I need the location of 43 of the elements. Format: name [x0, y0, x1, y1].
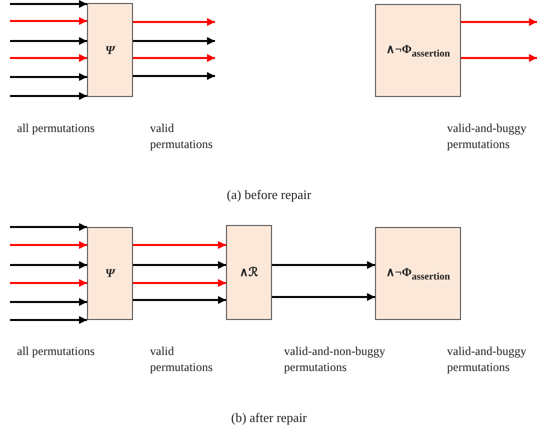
arrow	[133, 296, 226, 304]
arrow	[10, 223, 87, 231]
arrow	[461, 18, 537, 26]
set-label: all permutations	[17, 343, 96, 359]
arrow	[272, 261, 375, 269]
arrow	[10, 37, 87, 45]
arrow	[10, 92, 87, 100]
process-box	[87, 227, 133, 320]
arrow	[272, 293, 375, 301]
formula-text: Ψ	[105, 42, 115, 58]
formula-text: ∧¬Φ$_{assertion}$	[386, 264, 450, 282]
arrow	[133, 18, 215, 26]
process-box	[226, 225, 272, 320]
arrow	[10, 54, 87, 62]
formula-text: ∧¬Φ$_{assertion}$	[386, 42, 450, 60]
set-label: all permutations	[17, 120, 96, 136]
process-box	[375, 227, 461, 320]
arrow	[461, 54, 537, 62]
arrow	[10, 261, 87, 269]
arrow	[10, 316, 87, 324]
arrow	[10, 279, 87, 287]
arrow	[133, 37, 215, 45]
caption: (b) after repair	[230, 410, 308, 426]
arrow	[10, 73, 87, 81]
arrow	[10, 17, 87, 25]
set-label: valid-and-buggy permutations	[447, 343, 528, 375]
arrow	[133, 54, 215, 62]
arrow	[10, 0, 87, 8]
caption: (a) before repair	[226, 187, 312, 203]
process-box	[87, 3, 133, 97]
arrow	[133, 261, 226, 269]
arrow	[133, 72, 215, 80]
formula-text: Ψ	[105, 266, 115, 281]
set-label: valid permutations	[150, 120, 214, 152]
process-box	[375, 4, 461, 97]
formula-text: ∧ℛ	[240, 265, 258, 280]
set-label: valid-and-non-buggy permutations	[284, 343, 386, 375]
arrow	[133, 279, 226, 287]
arrow	[10, 241, 87, 249]
arrow	[10, 298, 87, 306]
set-label: valid permutations	[150, 343, 214, 375]
set-label: valid-and-buggy permutations	[447, 120, 528, 152]
arrow	[133, 241, 226, 249]
